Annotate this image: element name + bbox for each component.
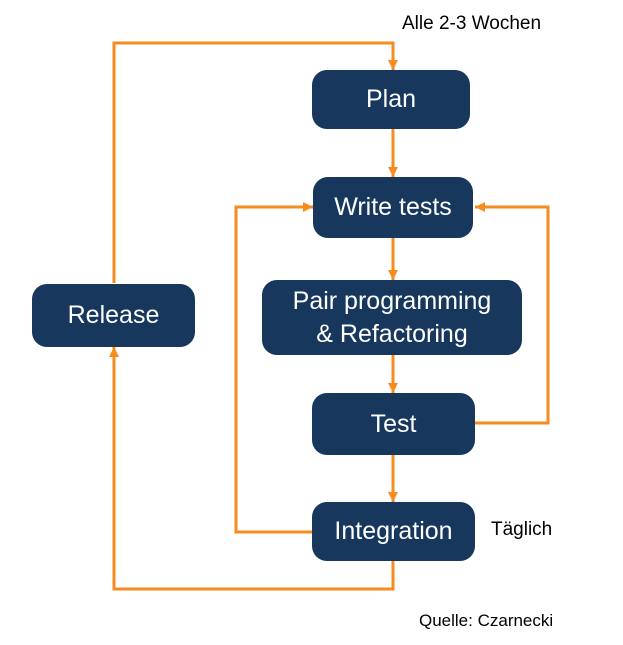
- node-pair-label-line2: & Refactoring: [316, 319, 468, 348]
- node-write-tests-label: Write tests: [334, 193, 452, 222]
- node-plan-label: Plan: [365, 85, 417, 114]
- edge-release-plan: [112, 41, 398, 283]
- daily-note: Täglich: [491, 519, 553, 540]
- edge-test-write-tests: [475, 202, 550, 425]
- node-write-tests: Write tests: [313, 177, 473, 238]
- cycle-duration-note: Alle 2-3 Wochen: [402, 13, 542, 34]
- node-pair-programming-refactoring: Pair programming & Refactoring: [262, 280, 522, 355]
- edge-integration-release: [109, 347, 395, 591]
- node-test-label: Test: [370, 409, 417, 438]
- node-release: Release: [32, 284, 195, 347]
- node-integration: Integration: [312, 502, 475, 561]
- node-integration-label: Integration: [334, 517, 453, 546]
- node-release-label: Release: [67, 301, 160, 330]
- source-note: Quelle: Czarnecki: [419, 611, 554, 630]
- node-plan: Plan: [312, 70, 470, 129]
- edge-integration-write-tests: [234, 202, 313, 534]
- node-pair-label-line1: Pair programming: [292, 287, 492, 315]
- node-test: Test: [312, 393, 475, 455]
